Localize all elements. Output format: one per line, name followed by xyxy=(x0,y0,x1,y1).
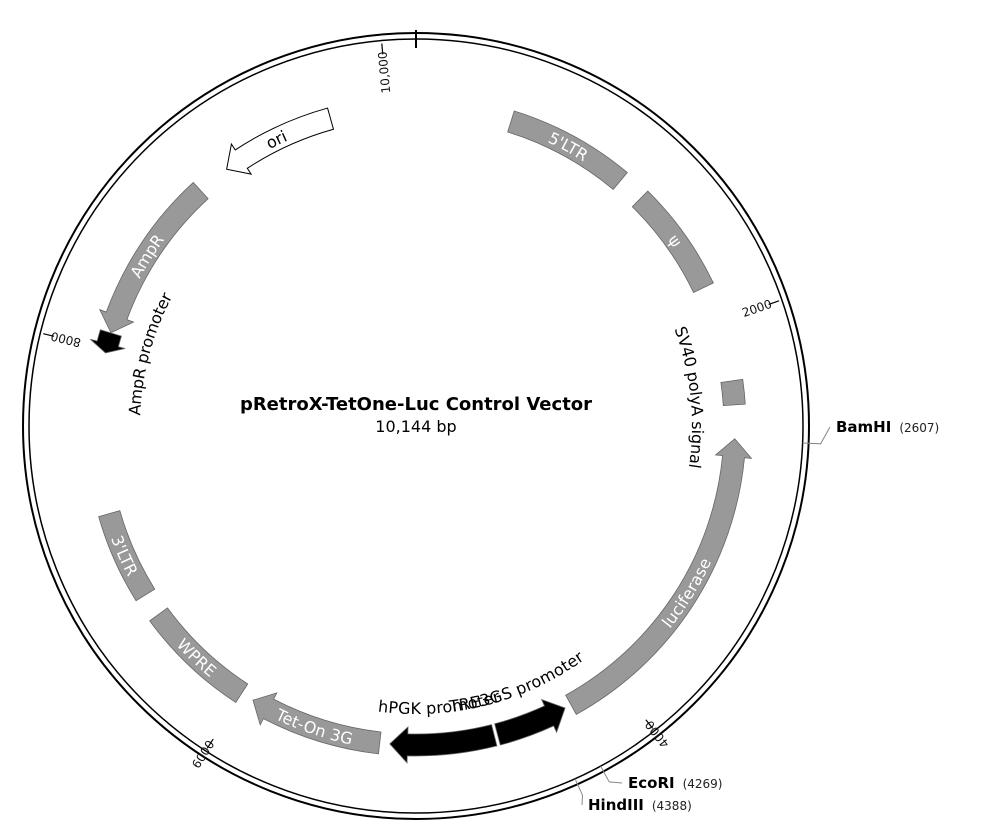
feature-label-path-ampr: AmpR xyxy=(126,230,167,280)
tick-mark-10000 xyxy=(381,43,384,55)
site-layer: BamHI (2607) EcoRI (4269) HindIII (4388) xyxy=(574,418,939,814)
site-name-bamhi: BamHI xyxy=(836,418,891,436)
tick-label-2000: 2000 xyxy=(740,297,773,320)
tick-mark-8000 xyxy=(43,333,55,337)
tick-mark-4000 xyxy=(645,719,654,729)
site-leader-hindiii xyxy=(574,778,584,806)
feature-label-ampr-promoter: AmpR promoter xyxy=(125,289,176,416)
feature-3-ltr xyxy=(98,510,156,602)
tick-mark-6000 xyxy=(206,738,214,749)
site-position-ecori: (4269) xyxy=(683,777,723,791)
feature-label-ampr: AmpR xyxy=(126,230,167,280)
feature-hpgk-promoter xyxy=(389,724,498,764)
tick-label-4000: 4000 xyxy=(642,718,672,751)
feature-label-path-sv40-polya-signal: SV40 polyA signal xyxy=(671,324,707,470)
feature-sv40-polya-signal xyxy=(720,378,746,407)
feature-label-guide xyxy=(97,238,382,743)
site-position-bamhi: (2607) xyxy=(899,421,939,435)
site-leader-bamhi xyxy=(802,426,831,445)
feature-ampr-promoter xyxy=(90,329,126,354)
feature-label-path-luciferase: luciferase xyxy=(658,555,715,631)
tick-label-10000: 10,000 xyxy=(376,51,394,94)
tick-label-8000: 8000 xyxy=(49,329,82,350)
feature-label-guide xyxy=(250,107,735,418)
site-name-hindiii: HindIII xyxy=(588,796,644,814)
plasmid-size: 10,144 bp xyxy=(375,417,456,436)
feature-wpre xyxy=(149,607,249,703)
feature-label-path-ampr-promoter: AmpR promoter xyxy=(125,289,176,416)
site-leader-ecori xyxy=(600,765,623,784)
feature-psi xyxy=(631,190,714,293)
feature-5-ltr xyxy=(507,110,628,190)
feature-label-hpgk-promoter: hPGK promoter xyxy=(377,686,502,717)
site-position-hindiii: (4388) xyxy=(652,799,692,813)
feature-tet-on-3g xyxy=(252,692,382,755)
feature-luciferase xyxy=(565,438,753,715)
plasmid-title: pRetroX-TetOne-Luc Control Vector xyxy=(240,394,592,415)
feature-label-sv40-polya-signal: SV40 polyA signal xyxy=(671,324,707,470)
site-name-ecori: EcoRI xyxy=(628,774,675,792)
feature-label-path-hpgk-promoter: hPGK promoter xyxy=(377,686,502,717)
feature-ampr xyxy=(98,181,209,334)
tick-mark-2000 xyxy=(768,300,780,305)
feature-ori xyxy=(226,107,335,175)
feature-label-luciferase: luciferase xyxy=(658,555,715,631)
feature-label-guide xyxy=(98,107,595,404)
feature-tre3gs-promoter xyxy=(494,698,566,746)
